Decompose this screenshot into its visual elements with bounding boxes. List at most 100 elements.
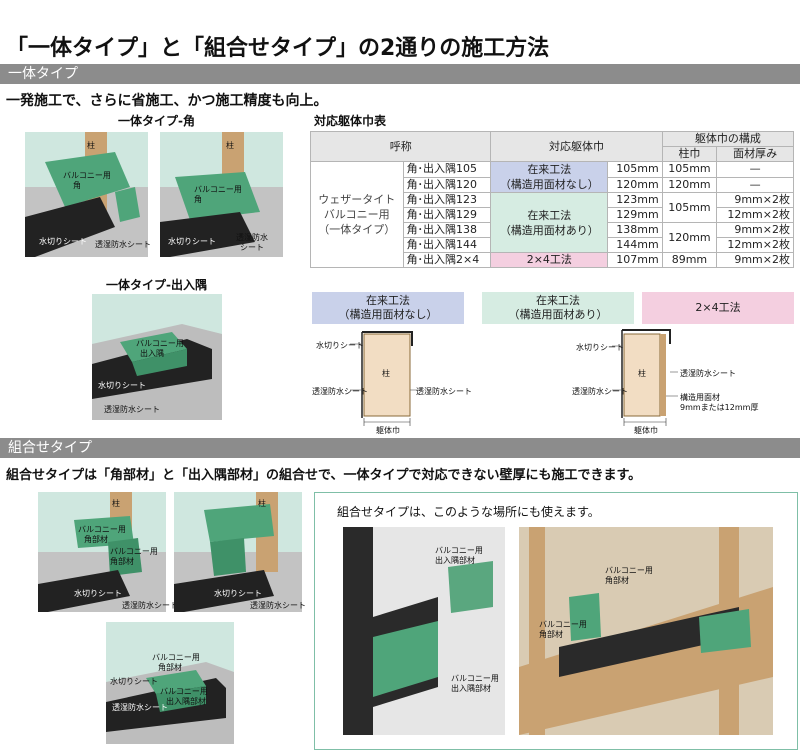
width-cell: 138mm <box>607 222 663 238</box>
width-cell: 120mm <box>607 176 663 193</box>
type-cell: 角･出入隅138 <box>402 222 492 238</box>
width-cell: 129mm <box>607 207 663 223</box>
type-cell: 角･出入隅105 <box>402 161 492 178</box>
corner-illustration-left: 柱 バルコニー用 角 水切りシート 透湿防水シート <box>25 132 151 257</box>
method-a-line1: 在来工法 <box>527 163 572 176</box>
body-width-label: 躯体巾 <box>634 426 658 435</box>
width-cell: 105mm <box>607 161 663 178</box>
balcony-label: バルコニー用 <box>63 171 111 180</box>
pillar-cell: 120mm <box>661 176 718 193</box>
section-bar-integrated: 一体タイプ <box>0 64 800 84</box>
combo-illustration-2: 柱 水切りシート 透湿防水シート <box>174 492 306 612</box>
balcony-label: バルコニー用 <box>605 566 653 575</box>
inout-part-label: 出入隅部材 <box>451 684 491 693</box>
diagram-b-header: 在来工法 （構造用面材あり） <box>482 292 634 324</box>
corner-part-label: 角部材 <box>605 576 629 585</box>
pillar-cell: 89mm <box>661 252 718 268</box>
drain-label: 水切りシート <box>74 589 122 598</box>
corner-label: 角 <box>73 181 81 190</box>
pillar-label: 柱 <box>226 141 234 150</box>
combo-illustration-1: 柱 バルコニー用 角部材 バルコニー用 角部材 水切りシート 透湿防水シート <box>38 492 178 612</box>
wet-label: 透湿防水シート <box>122 601 178 610</box>
wet-label: 透湿防水シート <box>312 387 368 396</box>
header-name: 呼称 <box>309 131 492 162</box>
section1-lead: 一発施工で、さらに省施工、かつ施工精度も向上。 <box>6 93 328 109</box>
pillar-label: 柱 <box>638 369 646 378</box>
type-cell: 角･出入隅123 <box>402 192 492 208</box>
pillar-cell: 120mm <box>661 222 718 253</box>
corner-part-label: 角部材 <box>539 630 563 639</box>
usage-photo-1: バルコニー用 出入隅部材 バルコニー用 出入隅部材 <box>343 527 505 735</box>
width-cell: 107mm <box>607 252 663 268</box>
balcony-label: バルコニー用 <box>136 339 184 348</box>
page-title: 「一体タイプ」と「組合せタイプ」の2通りの施工方法 <box>6 36 550 61</box>
inout-label: 出入隅 <box>140 349 164 358</box>
product-line: ウェザータイト <box>318 193 396 206</box>
pillar-label: 柱 <box>112 499 120 508</box>
panel-cell: 12mm×2枚 <box>716 237 794 253</box>
method-c: 2×4工法 <box>490 252 609 268</box>
balcony-label: バルコニー用 <box>152 653 200 662</box>
panel-cell: — <box>716 161 794 178</box>
method-b-line1: 在来工法 <box>527 208 572 222</box>
header-body: 対応躯体巾 <box>490 131 663 162</box>
width-cell: 144mm <box>607 237 663 253</box>
balcony-label: バルコニー用 <box>78 525 126 534</box>
drain-sheet-label: 水切りシート <box>39 237 87 246</box>
wet-sheet-label: 透湿防水シート <box>95 240 151 249</box>
section2-lead: 組合せタイプは「角部材」と「出入隅部材」の組合せで、一体タイプで対応できない壁厚… <box>6 468 642 483</box>
balcony-label: バルコニー用 <box>451 674 499 683</box>
type-cell: 角･出入隅120 <box>402 176 492 193</box>
type-cell: 角･出入隅2×4 <box>402 252 492 268</box>
panel-cell: 9mm×2枚 <box>716 252 794 268</box>
combo-illustration-3: バルコニー用 角部材 水切りシート バルコニー用 出入隅部材 透湿防水シート <box>106 622 234 744</box>
usage-photo-2: バルコニー用 角部材 バルコニー用 角部材 <box>519 527 773 735</box>
panel-cell: — <box>716 176 794 193</box>
spec-table: 呼称 対応躯体巾 躯体巾の構成 柱巾 面材厚み ウェザータイト バルコニー用 （… <box>309 131 795 268</box>
inout-corner-illustration: バルコニー用 出入隅 水切りシート 透湿防水シート <box>92 294 222 420</box>
outer-caption: 一体タイプ-出入隅 <box>106 278 207 292</box>
drain-label: 水切りシート <box>576 343 624 352</box>
panel-cell: 9mm×2枚 <box>716 192 794 208</box>
usage-frame: 組合せタイプは、このような場所にも使えます。 バルコニー用 出入隅部材 バルコニ… <box>314 492 798 750</box>
diagram-b-title1: 在来工法 <box>536 294 580 307</box>
pillar-cell: 105mm <box>661 161 718 178</box>
table-caption: 対応躯体巾表 <box>314 114 387 128</box>
drain-sheet-label: 水切りシート <box>98 381 146 390</box>
drain-label: 水切りシート <box>110 677 158 686</box>
pillar-label: 柱 <box>382 369 390 378</box>
corner-part-label: 角部材 <box>110 557 134 566</box>
corner-label: 角 <box>194 195 202 204</box>
balcony-label: バルコニー用 <box>194 185 242 194</box>
product-line: バルコニー用 <box>323 208 390 221</box>
header-pillar: 柱巾 <box>661 146 718 162</box>
section-bar-combination: 組合せタイプ <box>0 438 800 458</box>
diagram-b: 水切りシート 柱 透湿防水シート 透湿防水シート 構造用面材 9mmまたは12m… <box>572 326 772 436</box>
wet-label: 透湿防水シート <box>416 387 472 396</box>
corner-part-label: 角部材 <box>84 535 108 544</box>
balcony-label: バルコニー用 <box>435 546 483 555</box>
panel-cell: 9mm×2枚 <box>716 222 794 238</box>
corner-caption: 一体タイプ-角 <box>118 114 195 128</box>
drain-label: 水切りシート <box>214 589 262 598</box>
diagram-a-title1: 在来工法 <box>366 294 410 307</box>
method-b: 在来工法 （構造用面材あり） <box>490 192 609 253</box>
drain-sheet-label: 水切りシート <box>168 237 216 246</box>
drain-label: 水切りシート <box>316 341 364 350</box>
inout-part-label: 出入隅部材 <box>166 697 206 706</box>
table-row: 角･出入隅2×4 2×4工法 107mm 89mm 9mm×2枚 <box>311 252 794 268</box>
wet-label: 透湿防水シート <box>112 703 168 712</box>
wet-sheet-label: 透湿防水シート <box>104 405 160 414</box>
product-name: ウェザータイト バルコニー用 （一体タイプ） <box>310 161 404 268</box>
diagram-a: 水切りシート 柱 透湿防水シート 透湿防水シート 躯体巾 <box>312 326 472 436</box>
frame-title: 組合せタイプは、このような場所にも使えます。 <box>337 505 600 519</box>
diagram-c-header: 2×4工法 <box>642 292 794 324</box>
wet-sheet-label-a: 透湿防水 <box>236 233 268 242</box>
body-width-label: 躯体巾 <box>376 426 400 435</box>
panel-spec-label: 9mmまたは12mm厚 <box>680 403 759 412</box>
header-composition: 躯体巾の構成 <box>661 131 795 147</box>
pillar-label: 柱 <box>258 499 266 508</box>
product-line: （一体タイプ） <box>318 223 396 236</box>
header-panel: 面材厚み <box>716 146 794 162</box>
wet-sheet-label-b: シート <box>240 243 264 252</box>
